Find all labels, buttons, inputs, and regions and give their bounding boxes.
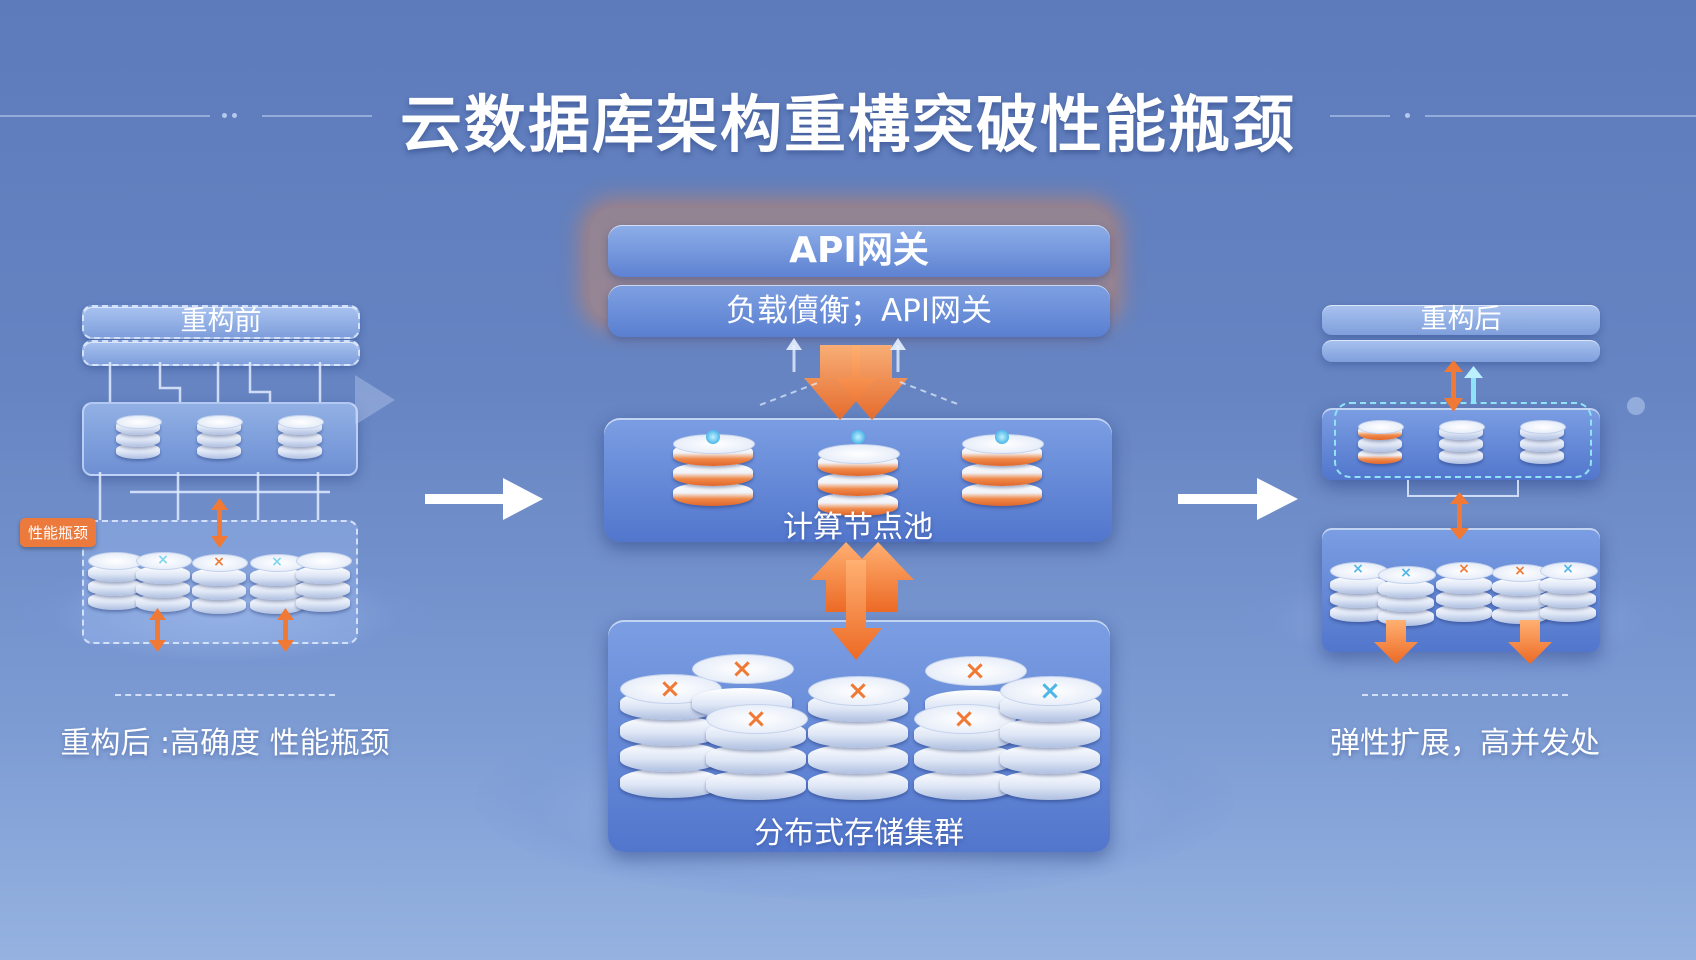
gateway-subtitle-bar: 负载儥衡；API网关 [608, 285, 1110, 337]
play-deco [355, 375, 395, 425]
storage-node: × [706, 700, 808, 800]
gateway-subtitle: 负载儥衡；API网关 [725, 293, 993, 329]
after-storage-node: × [1492, 558, 1550, 624]
title-deco-line-right [1330, 115, 1390, 117]
title-deco-dot [1405, 113, 1410, 118]
before-caption: 重构后 :高确度 性能瓶颈 [60, 726, 390, 761]
after-compute-node [1358, 420, 1404, 464]
title-deco-line-left [0, 115, 210, 117]
compute-node [673, 430, 755, 510]
title-deco-line-left [262, 115, 372, 117]
after-caption: 弹性扩展，高并发处 [1330, 726, 1600, 761]
after-compute-highlight [1334, 402, 1592, 478]
before-storage-node: × [192, 548, 248, 614]
before-header: 重构前 [82, 305, 360, 339]
compute-node [962, 430, 1044, 510]
transition-arrow-right [1178, 478, 1298, 520]
compute-node-led [851, 430, 865, 444]
title-deco-dot [232, 113, 237, 118]
before-storage-node: × [136, 540, 192, 612]
before-header-sub [82, 340, 360, 366]
after-storage-node: × [1540, 548, 1598, 622]
before-compute-node [116, 415, 162, 459]
after-header-sub [1322, 340, 1600, 362]
after-compute-node [1520, 420, 1566, 464]
gateway-title: API网关 [789, 230, 929, 271]
storage-node: × [914, 700, 1016, 800]
compute-pool-label: 计算节点池 [783, 510, 933, 545]
after-header: 重构后 [1322, 305, 1600, 335]
after-header-label: 重构后 [1420, 304, 1502, 335]
page-title: 云数据库架构重構突破性能瓶颈 [399, 88, 1296, 161]
compute-node [818, 440, 900, 520]
gateway-compute-arrows [759, 338, 961, 420]
compute-node-led [995, 430, 1009, 444]
before-bottleneck-arrows [149, 498, 294, 652]
title-deco-dot [222, 113, 227, 118]
storage-cluster-label: 分布式存储集群 [754, 816, 964, 851]
after-scaling-arrows [1374, 360, 1552, 664]
after-storage-node: × [1378, 560, 1436, 626]
after-storage-node: × [1330, 548, 1388, 622]
before-storage-node: × [250, 540, 306, 614]
before-caption-divider [115, 694, 335, 696]
compute-storage-arrows [810, 542, 914, 660]
storage-node: × [620, 668, 722, 798]
after-compute-node [1439, 420, 1485, 464]
after-caption-divider [1362, 694, 1568, 696]
before-storage-node [88, 548, 144, 610]
storage-node: × [808, 670, 910, 800]
after-glow-dot [1627, 397, 1645, 415]
after-storage-node: × [1436, 548, 1494, 622]
before-compute-node [197, 415, 243, 459]
before-compute-node [278, 415, 324, 459]
before-header-label: 重构前 [180, 306, 262, 337]
before-storage-node [296, 548, 352, 612]
storage-node: × [1000, 670, 1102, 800]
bottleneck-badge: 性能瓶颈 [20, 518, 97, 547]
gateway-title-bar: API网关 [608, 225, 1110, 277]
before-connector-lines [98, 362, 330, 520]
compute-node-led [706, 430, 720, 444]
transition-arrow-left [425, 478, 543, 520]
title-deco-line-right [1425, 115, 1696, 117]
